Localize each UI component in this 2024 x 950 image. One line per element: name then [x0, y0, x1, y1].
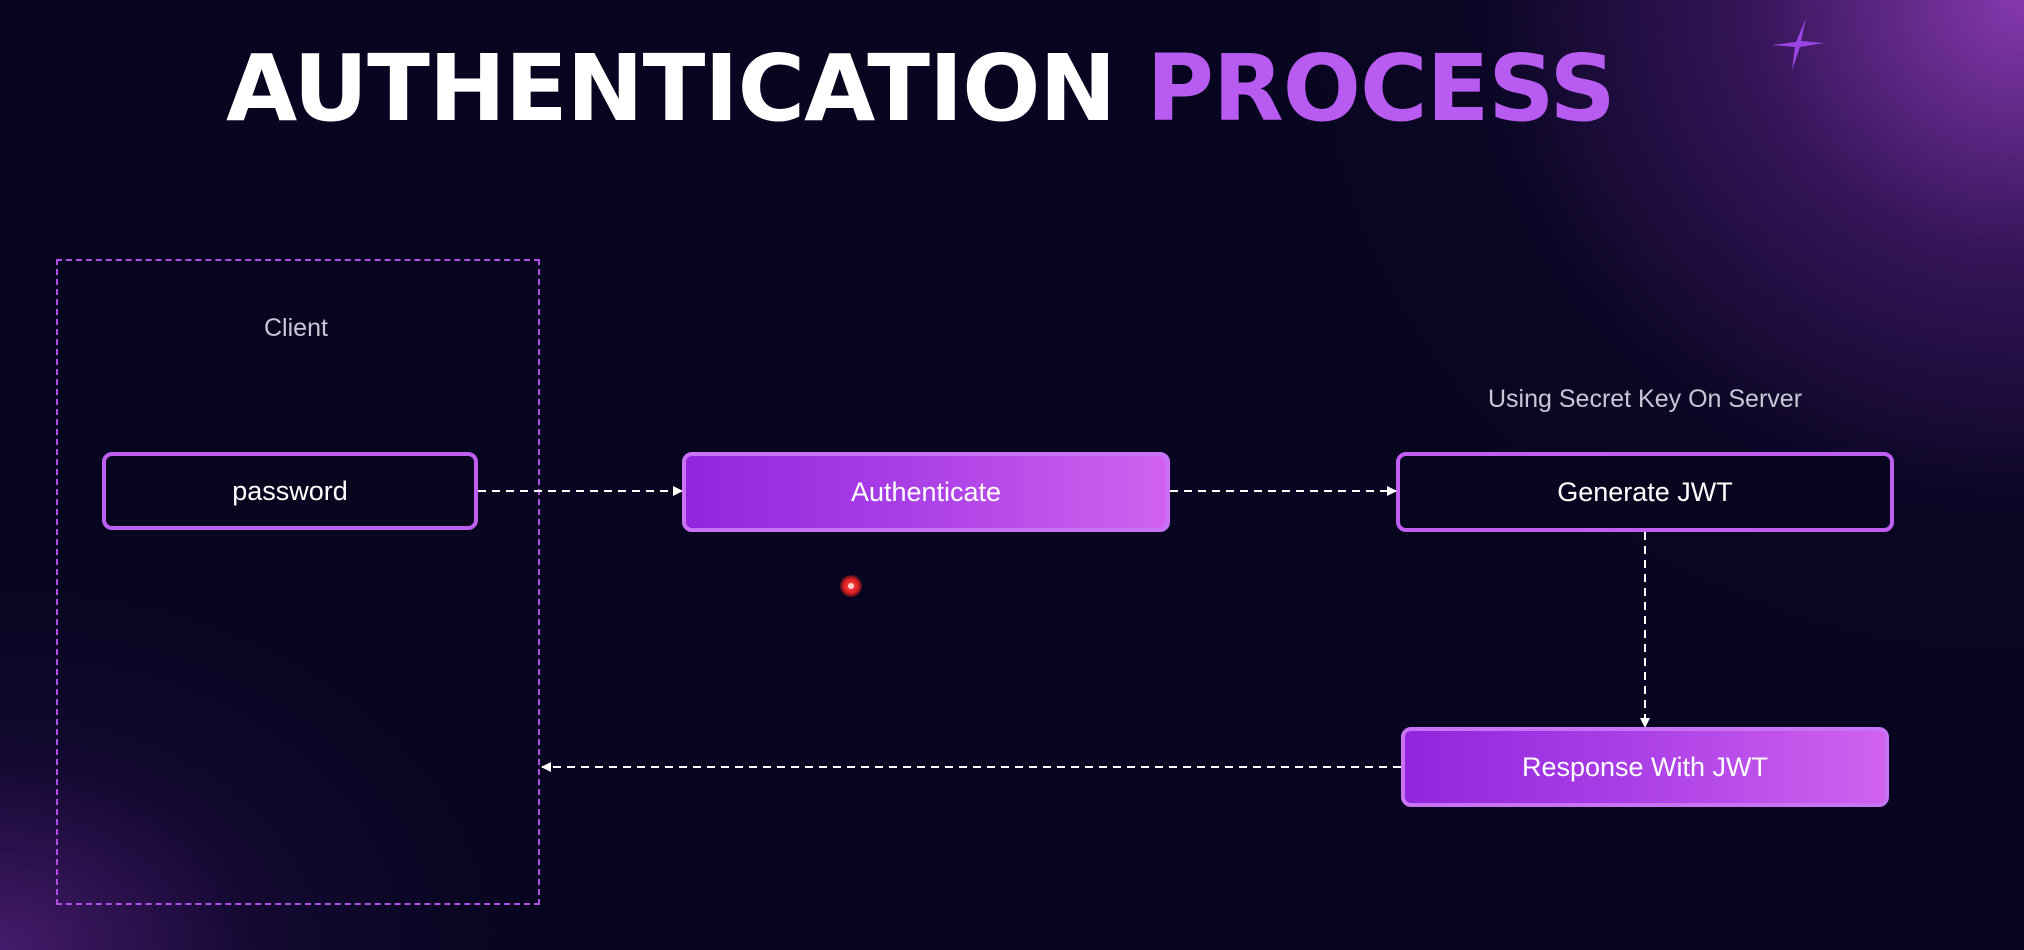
client-group-frame — [56, 259, 540, 905]
node-authenticate: Authenticate — [682, 452, 1170, 532]
client-group-label: Client — [264, 314, 328, 342]
pointer-dot-icon — [840, 575, 862, 597]
slide-title: AUTHENTICATION PROCESS — [226, 35, 1616, 142]
node-generate-jwt: Generate JWT — [1396, 452, 1894, 532]
node-response-label: Response With JWT — [1521, 751, 1769, 782]
four-point-star-icon — [1772, 18, 1824, 70]
server-note-label: Using Secret Key On Server — [1488, 385, 1803, 413]
node-password: password — [102, 452, 478, 530]
node-response-with-jwt: Response With JWT — [1401, 727, 1889, 807]
title-word-process: PROCESS — [1146, 35, 1615, 142]
node-generate-jwt-label: Generate JWT — [1557, 476, 1733, 507]
node-authenticate-label: Authenticate — [850, 476, 1002, 507]
node-password-label: password — [232, 475, 348, 506]
title-word-authentication: AUTHENTICATION — [226, 35, 1116, 142]
